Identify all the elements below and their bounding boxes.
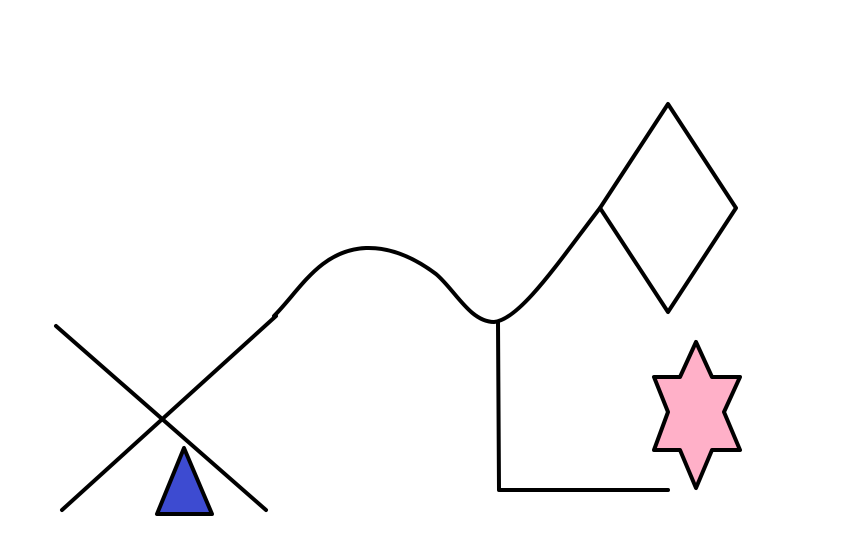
wavy-path <box>272 206 602 324</box>
crossing-line-ascending <box>60 314 278 512</box>
diamond-outline <box>598 102 738 314</box>
blue-triangle <box>155 446 214 516</box>
crossing-lines <box>54 314 278 512</box>
l-bracket <box>496 320 670 492</box>
pink-star <box>652 340 742 490</box>
